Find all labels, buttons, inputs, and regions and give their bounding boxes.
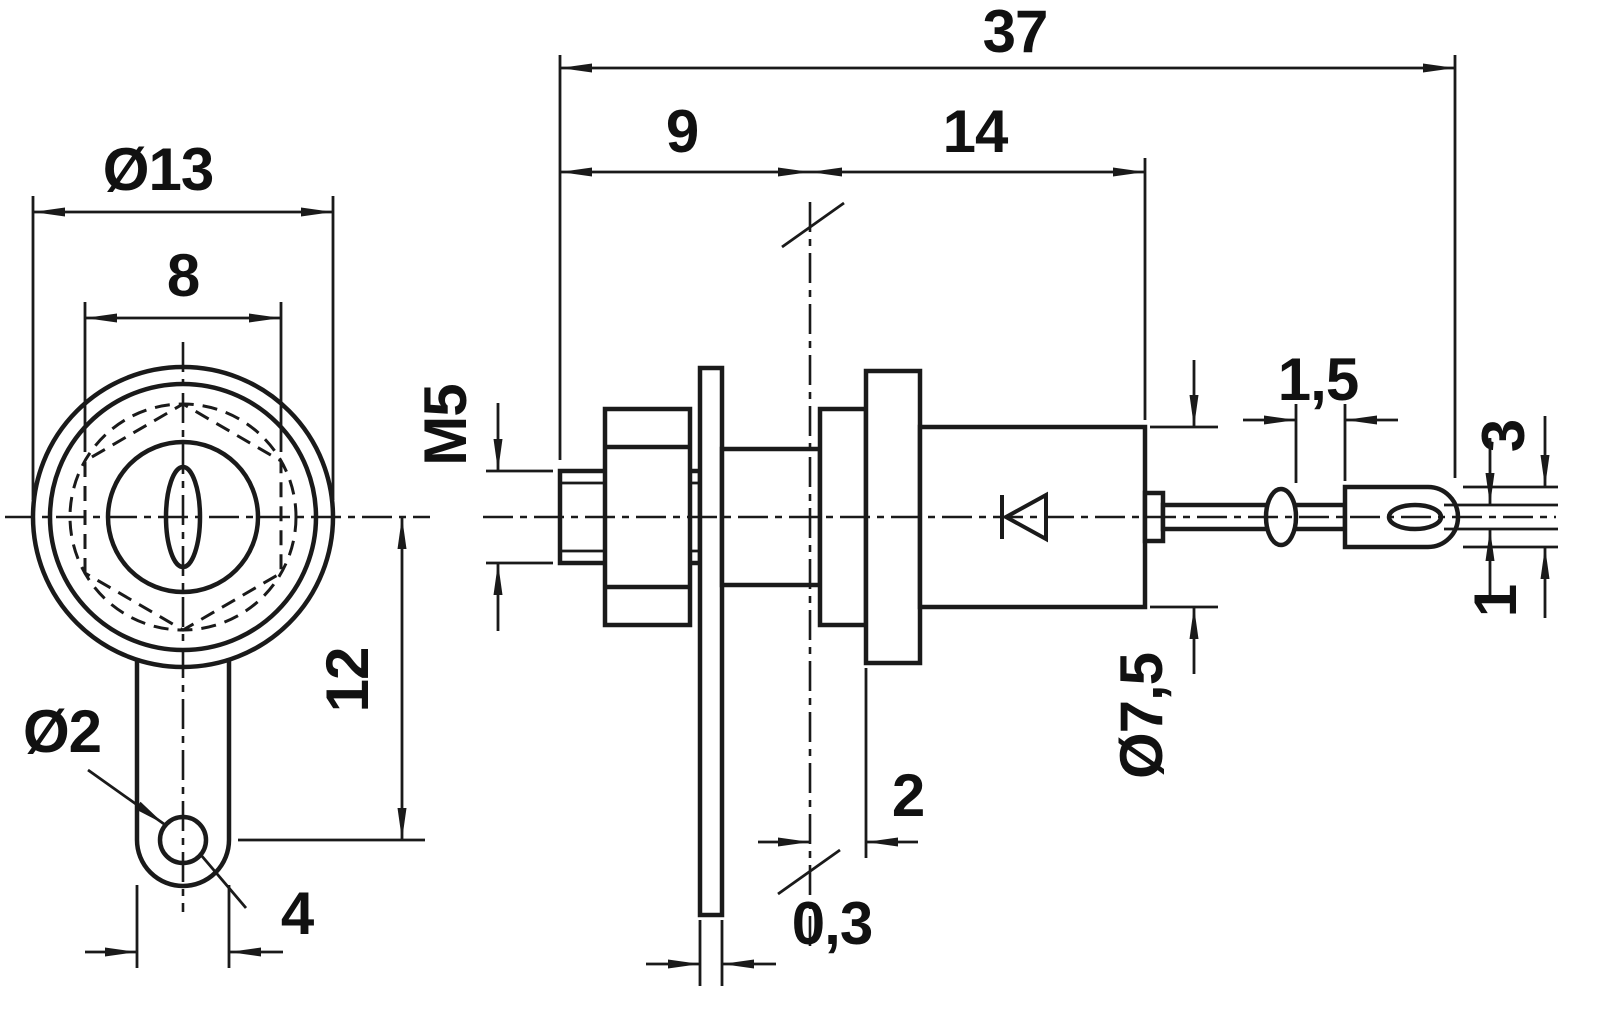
dim-thread-length: 9 <box>666 98 698 165</box>
side-dimensions: 37 9 14 M5 Ø7,5 1,5 3 <box>412 0 1558 986</box>
dim-lead-clearance: 1,5 <box>1278 346 1358 413</box>
dim-panel-thickness: 0,3 <box>792 890 872 957</box>
dim-terminal-height: 3 <box>1470 420 1537 452</box>
panel-plane-tick-bottom <box>777 848 841 896</box>
centerlines <box>5 201 1556 950</box>
hole-leader-tail <box>199 854 248 909</box>
dim-hole-diameter: Ø2 <box>23 698 101 765</box>
dim-thread-size: M5 <box>412 384 479 465</box>
panel-plate <box>697 365 725 918</box>
dim-outer-diameter: Ø13 <box>103 136 213 203</box>
dim-body-diameter: Ø7,5 <box>1108 653 1175 779</box>
side-view <box>557 365 1461 918</box>
hole-leader-line <box>87 768 165 826</box>
dim-stickout: 2 <box>892 762 924 829</box>
dim-tab-width: 4 <box>281 880 315 947</box>
dim-across-flats: 8 <box>167 242 199 309</box>
dim-slot-height: 1 <box>1462 585 1529 617</box>
panel-plane-tick-top <box>781 201 845 249</box>
dim-overall-length: 37 <box>983 0 1048 65</box>
front-dimensions: Ø13 8 12 Ø2 4 <box>23 136 425 968</box>
mounting-tab <box>134 658 232 889</box>
dim-center-to-hole: 12 <box>314 648 381 713</box>
dim-body-length: 14 <box>943 98 1009 165</box>
hex-flats-dashed <box>83 402 283 632</box>
